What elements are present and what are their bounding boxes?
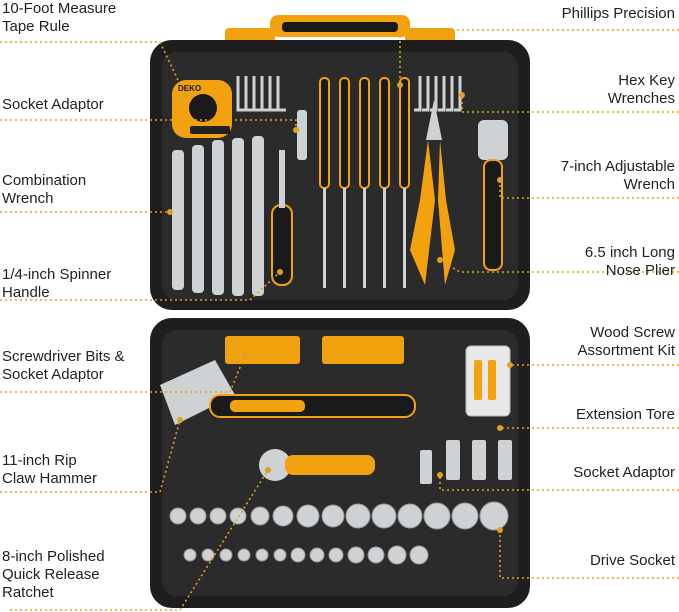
label-drive-socket: Drive Socket [589, 552, 675, 569]
label-combination-wrench: Combination Wrench [2, 172, 87, 207]
socket-adaptor-top [297, 110, 307, 160]
label-spinner-handle: 1/4-inch Spinner Handle [2, 266, 112, 301]
label-socket-adaptor-bottom: Socket Adaptor [573, 464, 675, 481]
label-wood-screw-kit: Wood Screw Assortment Kit [577, 324, 675, 359]
label-phillips-precision: Phillips Precision [561, 5, 675, 22]
label-tape-measure: 10-Foot Measure Tape Rule [2, 0, 117, 35]
label-long-nose-plier: 6.5 inch Long Nose Plier [584, 244, 675, 279]
brand-mark: DEKO [178, 84, 202, 93]
adjustable-wrench [478, 120, 508, 271]
label-extension-tore: Extension Tore [576, 406, 675, 423]
label-hex-key-wrenches: Hex Key Wrenches [607, 72, 675, 107]
label-socket-adaptor-top: Socket Adaptor [2, 96, 104, 113]
long-nose-plier [410, 100, 455, 285]
hex-keys-right [414, 76, 462, 112]
label-ratchet: 8-inch Polished Quick Release Ratchet [2, 548, 105, 601]
hex-keys-left [236, 76, 286, 112]
precision-screwdrivers [319, 77, 410, 288]
label-claw-hammer: 11-inch Rip Claw Hammer [2, 452, 98, 487]
wood-screw-kit [465, 345, 511, 417]
label-screwdriver-bits: Screwdriver Bits & Socket Adaptor [2, 348, 125, 383]
spinner-handle [271, 150, 293, 286]
combination-wrenches [172, 136, 264, 296]
label-adjustable-wrench: 7-inch Adjustable Wrench [560, 158, 675, 193]
extension-bars [420, 440, 512, 484]
